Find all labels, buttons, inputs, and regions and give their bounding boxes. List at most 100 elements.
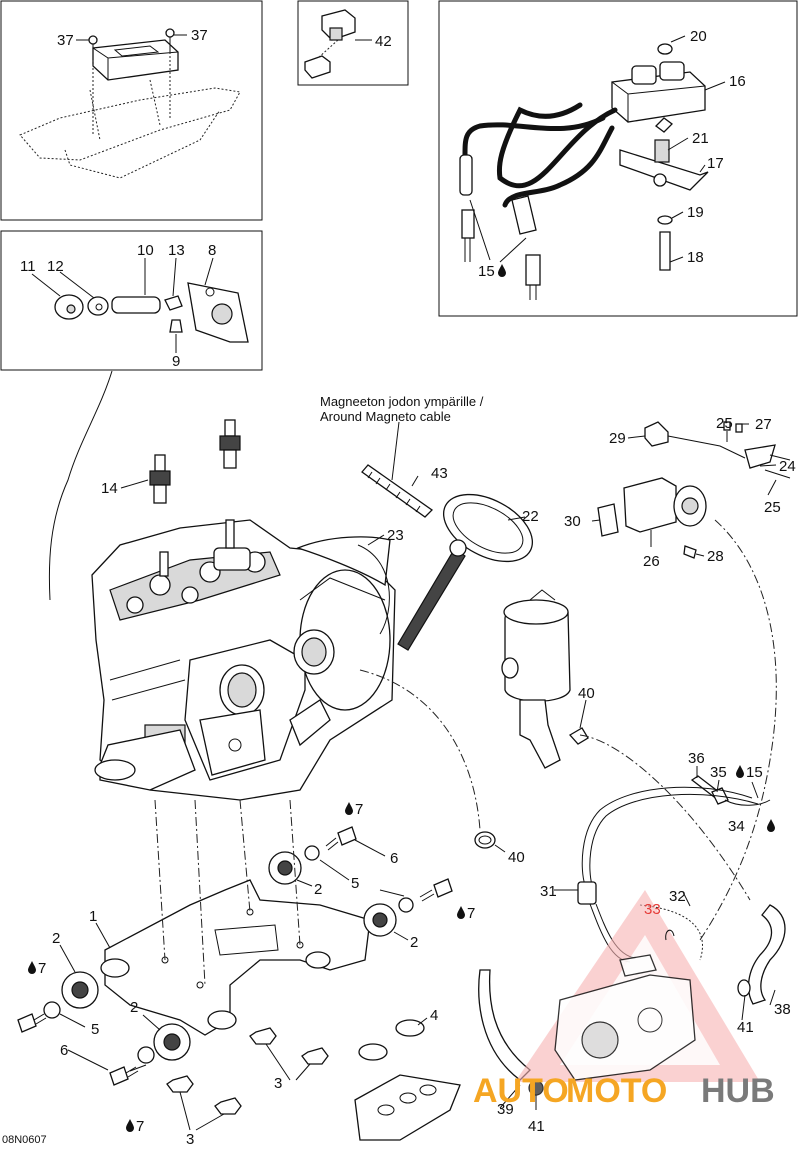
- lubricant-drop-icon-15b: [736, 765, 744, 778]
- lubricant-drop-icon-7b: [457, 906, 465, 919]
- callout-3a: 3: [274, 1075, 282, 1092]
- callout-13: 13: [168, 242, 185, 259]
- alignment-lines: [154, 799, 301, 986]
- callout-labels: 37 37 42 20 16 21 17 19 18 15 10 11 12 1…: [20, 27, 796, 1148]
- callout-41b: 41: [528, 1118, 545, 1135]
- inset-box-ecu: [0, 0, 263, 221]
- callout-17: 17: [707, 155, 724, 172]
- routing-line-3: [699, 519, 777, 941]
- callout-2d: 2: [130, 999, 138, 1016]
- callout-4: 4: [430, 1007, 438, 1024]
- ignition-coil-illustration: [459, 43, 709, 300]
- callout-21: 21: [692, 130, 709, 147]
- connector-42-illustration: [304, 9, 356, 79]
- callout-40a: 40: [578, 685, 595, 702]
- callout-16: 16: [729, 73, 746, 90]
- callout-25b: 25: [764, 499, 781, 516]
- callout-41a: 41: [737, 1019, 754, 1036]
- callout-1: 1: [89, 908, 97, 925]
- callout-3b: 3: [186, 1131, 194, 1148]
- routing-line-1: [359, 669, 481, 831]
- oil-pump-illustration: [528, 954, 696, 1096]
- callout-6a: 6: [390, 850, 398, 867]
- lubricant-drop-icon-7c: [28, 961, 36, 974]
- callout-7c: 7: [38, 960, 46, 977]
- callout-15b: 15: [746, 764, 763, 781]
- callout-5b: 5: [91, 1021, 99, 1038]
- callout-29: 29: [609, 430, 626, 447]
- diagram-code: 08N0607: [2, 1134, 47, 1146]
- callout-2c: 2: [52, 930, 60, 947]
- callout-12: 12: [47, 258, 64, 275]
- engine-illustration: [91, 519, 396, 801]
- callout-8: 8: [208, 242, 216, 259]
- harness-connectors: [597, 421, 791, 559]
- callout-20: 20: [690, 28, 707, 45]
- magneto-parts: [296, 464, 534, 651]
- callout-24: 24: [779, 458, 796, 475]
- routing-line-2: [579, 734, 751, 901]
- callout-7a: 7: [355, 801, 363, 818]
- lubricant-drop-icon-15a: [498, 264, 506, 277]
- bolts-6: [17, 826, 453, 1086]
- callout-9: 9: [172, 353, 180, 370]
- callout-7b: 7: [467, 905, 475, 922]
- watermark-part1: AUTO: [473, 1072, 569, 1110]
- callout-42: 42: [375, 33, 392, 50]
- inset-box-ignition-coil: [438, 0, 798, 317]
- callout-11: 11: [20, 258, 36, 275]
- callout-19: 19: [687, 204, 704, 221]
- cable-note-line1: Magneeton jodon ympärille /: [320, 394, 484, 409]
- callout-2b: 2: [410, 934, 418, 951]
- cable-note-line2: Around Magneto cable: [320, 409, 451, 424]
- callout-32: 32: [669, 888, 686, 905]
- lubricant-drop-icon-34: [767, 819, 775, 832]
- spark-plugs-14: [149, 419, 241, 504]
- callout-22: 22: [522, 508, 539, 525]
- rubber-mounts-2: [61, 851, 397, 1061]
- callout-5a: 5: [351, 875, 359, 892]
- inset-box-sensor-bracket: [0, 230, 263, 371]
- lubricant-drop-icon-7d: [126, 1119, 134, 1132]
- canister-illustration: [501, 589, 589, 769]
- callout-40b: 40: [508, 849, 525, 866]
- callout-34: 34: [728, 818, 745, 835]
- watermark-logo: AUTO MOTO HUB: [473, 1072, 775, 1110]
- callout-35: 35: [710, 764, 727, 781]
- callout-6b: 6: [60, 1042, 68, 1059]
- callout-30: 30: [564, 513, 581, 530]
- inset-box-connector: [297, 0, 409, 86]
- callout-33: 33: [644, 901, 661, 918]
- callout-26: 26: [643, 553, 660, 570]
- callout-18: 18: [687, 249, 704, 266]
- callout-14: 14: [101, 480, 118, 497]
- callout-37a: 37: [57, 32, 74, 49]
- callout-15a: 15: [478, 263, 495, 280]
- sensor-bracket-illustration: [54, 282, 249, 343]
- routing-line-4: [639, 904, 703, 961]
- callout-10: 10: [137, 242, 154, 259]
- pulse-line: [577, 775, 771, 963]
- callout-27: 27: [755, 416, 772, 433]
- callout-37b: 37: [191, 27, 208, 44]
- watermark-part3: HUB: [701, 1072, 775, 1110]
- callout-28: 28: [707, 548, 724, 565]
- callout-31: 31: [540, 883, 557, 900]
- watermark-part2: MOTO: [566, 1072, 667, 1110]
- callout-25a: 25: [716, 415, 733, 432]
- lubricant-drop-icon-7a: [345, 802, 353, 815]
- washers-5: [43, 845, 414, 1064]
- ecu-frame-illustration: [19, 28, 241, 179]
- callout-36: 36: [688, 750, 705, 767]
- callout-38: 38: [774, 1001, 791, 1018]
- bumper-4-and-bracket: [354, 1019, 461, 1141]
- callout-43: 43: [431, 465, 448, 482]
- clamp-40-lower: [474, 831, 496, 849]
- callout-23: 23: [387, 527, 404, 544]
- nuts-3: [166, 1027, 329, 1115]
- engine-mount-plate-1: [100, 879, 371, 1036]
- callout-7d: 7: [136, 1118, 144, 1135]
- callout-39: 39: [497, 1101, 514, 1118]
